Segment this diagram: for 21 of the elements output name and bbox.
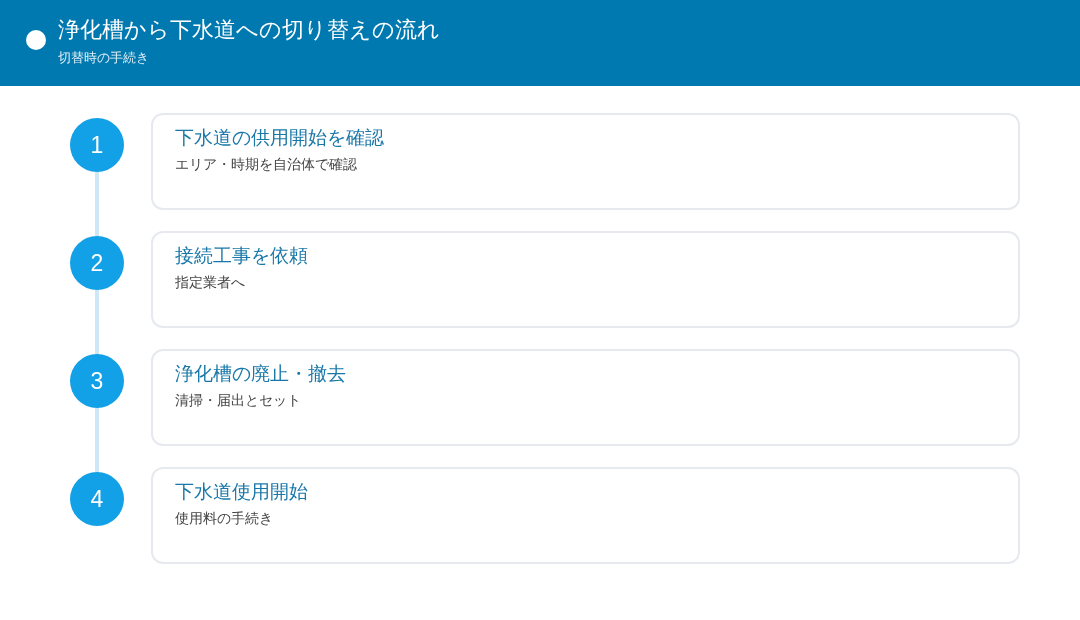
step-card — [151, 231, 1020, 328]
step-description: 清掃・届出とセット — [175, 391, 301, 410]
step-card — [151, 113, 1020, 210]
step-number-circle: 1 — [70, 118, 124, 172]
title: 浄化槽から下水道への切り替えの流れ — [58, 16, 440, 44]
connector-line — [95, 408, 99, 472]
step-description: 使用料の手続き — [175, 509, 273, 528]
step-number-circle: 4 — [70, 472, 124, 526]
subtitle: 切替時の手続き — [58, 49, 149, 67]
step-heading: 接続工事を依頼 — [175, 244, 308, 268]
step-number-circle: 2 — [70, 236, 124, 290]
step-heading: 浄化槽の廃止・撤去 — [175, 362, 346, 386]
connector-line — [95, 290, 99, 354]
connector-line — [95, 172, 99, 236]
step-card — [151, 467, 1020, 564]
step-heading: 下水道の供用開始を確認 — [175, 126, 384, 150]
step-number-circle: 3 — [70, 354, 124, 408]
step-heading: 下水道使用開始 — [175, 480, 308, 504]
step-description: 指定業者へ — [175, 273, 245, 292]
step-card — [151, 349, 1020, 446]
step-description: エリア・時期を自治体で確認 — [175, 155, 357, 174]
